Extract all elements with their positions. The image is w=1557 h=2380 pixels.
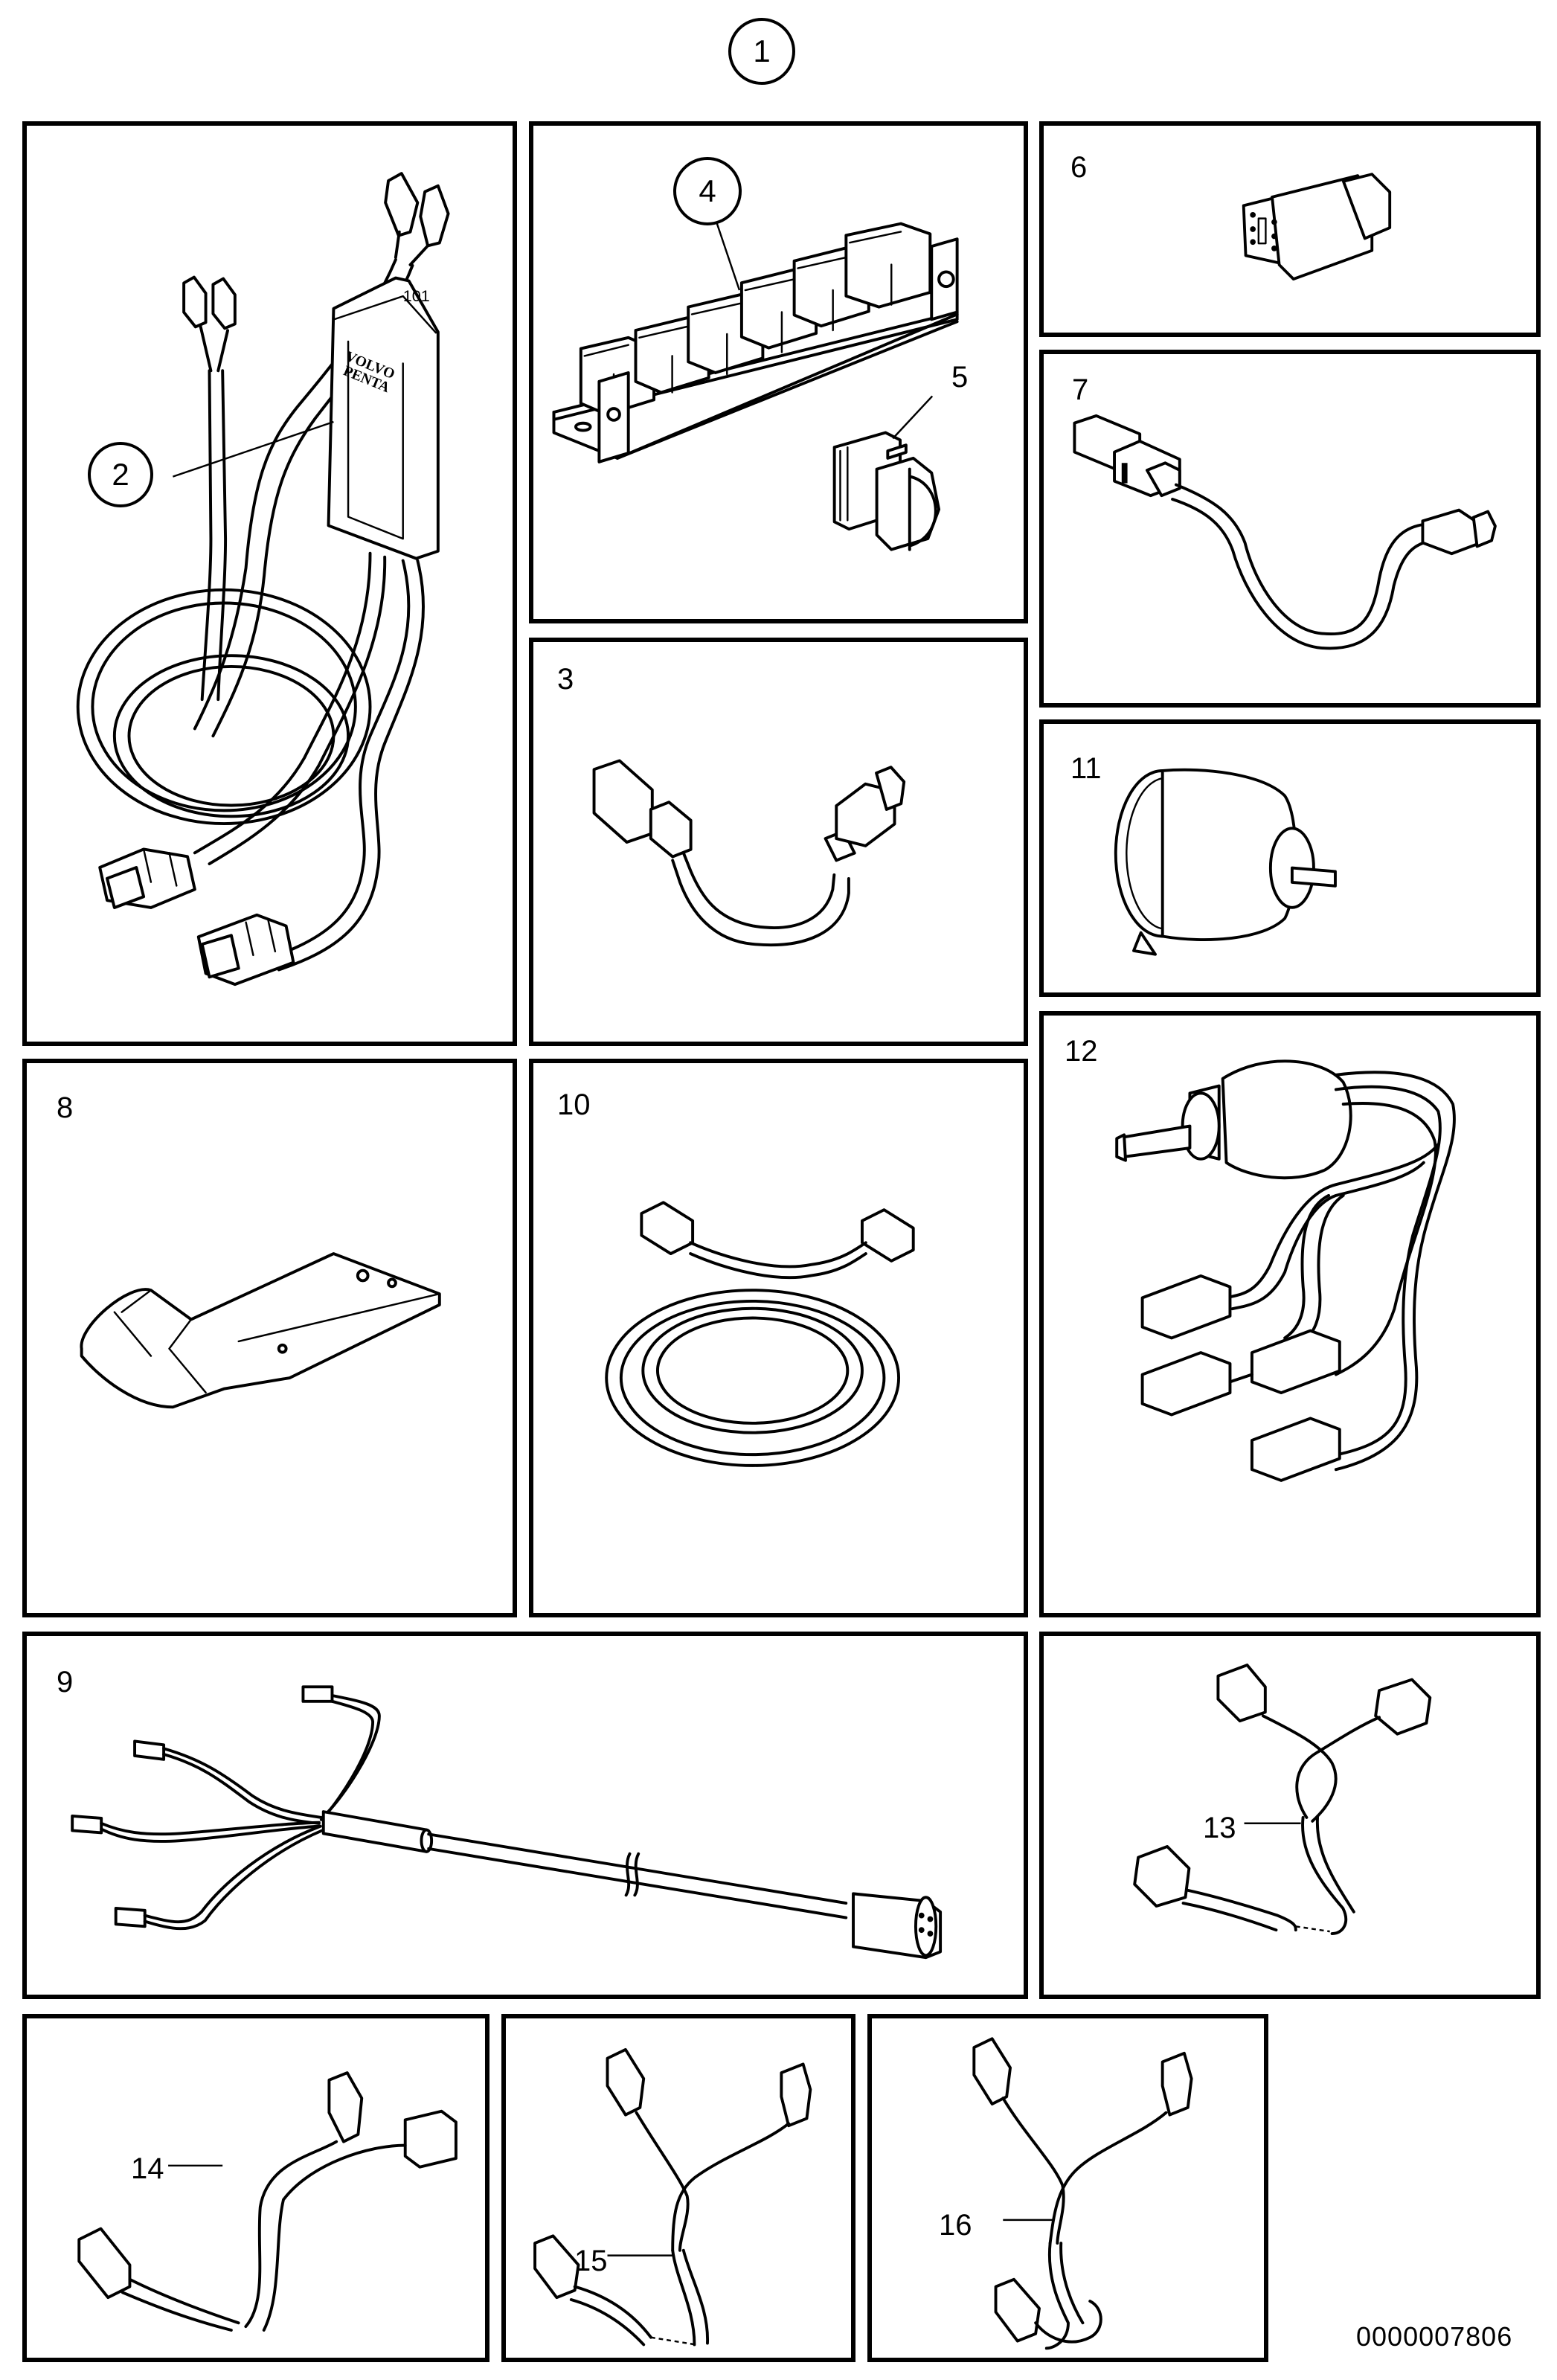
y-split-cable-icon <box>77 2071 458 2332</box>
document-number: 0000007806 <box>1356 2321 1513 2352</box>
item-8-label: 8 <box>57 1091 74 1124</box>
main-item-number: 1 <box>753 33 771 68</box>
panel-item-10: 10 <box>529 1059 1028 1617</box>
item-4-number: 4 <box>699 173 716 208</box>
item-2-callout: 2 <box>88 442 153 507</box>
item-16-label: 16 <box>939 2209 972 2242</box>
panel-item-11: 11 <box>1039 719 1541 997</box>
item-9-label: 9 <box>57 1666 74 1699</box>
panel-item-2: VOLVO PENTA 101 2 <box>22 121 517 1046</box>
y-split-cable-icon <box>533 2047 812 2347</box>
jumper-cable-icon <box>592 759 906 947</box>
item-4-callout: 4 <box>673 157 742 225</box>
panel-item-9: 9 <box>22 1632 1028 1999</box>
panel-item-4: 4 5 <box>529 121 1028 623</box>
wiring-harness-icon <box>71 1685 943 1960</box>
panel-item-8: 8 <box>22 1059 517 1617</box>
item-2-number: 2 <box>112 457 129 492</box>
connector-right <box>196 913 295 987</box>
control-module-harness-icon: VOLVO PENTA 101 <box>76 172 450 987</box>
panel-item-3: 3 <box>529 638 1028 1046</box>
adapter-cable-icon <box>1073 414 1497 650</box>
panel-item-7: 7 <box>1039 350 1541 708</box>
switch-harness-icon <box>1115 1059 1456 1482</box>
item-11-label: 11 <box>1070 752 1102 785</box>
main-item-callout: 1 <box>728 18 795 85</box>
connector-plug-icon <box>1242 173 1392 281</box>
svg-text:101: 101 <box>403 286 430 305</box>
y-split-cable-icon <box>1133 1664 1432 1935</box>
item-6-label: 6 <box>1070 151 1088 184</box>
connector-cap-icon <box>832 431 941 551</box>
item-10-label: 10 <box>557 1088 591 1121</box>
item-14-label: 14 <box>131 2152 164 2185</box>
extension-cable-icon <box>605 1201 915 1467</box>
item-7-label: 7 <box>1072 373 1089 406</box>
panel-item-14: 14 <box>22 2014 489 2362</box>
item-13-label: 13 <box>1203 1812 1236 1844</box>
panel-item-16: 16 <box>867 2014 1268 2362</box>
connector-block-icon <box>552 222 959 551</box>
panel-item-13: 13 <box>1039 1632 1541 1999</box>
panel-item-15: 15 <box>501 2014 855 2362</box>
y-split-cable-icon <box>972 2037 1193 2350</box>
item-3-label: 3 <box>557 663 574 696</box>
rotary-switch-icon <box>1114 768 1337 956</box>
item-5-label: 5 <box>951 361 969 394</box>
mounting-bracket-icon <box>80 1252 441 1409</box>
item-15-label: 15 <box>574 2245 608 2277</box>
panel-item-12: 12 <box>1039 1011 1541 1617</box>
connector-left <box>98 847 196 909</box>
item-12-label: 12 <box>1065 1035 1098 1068</box>
panel-item-6: 6 <box>1039 121 1541 337</box>
